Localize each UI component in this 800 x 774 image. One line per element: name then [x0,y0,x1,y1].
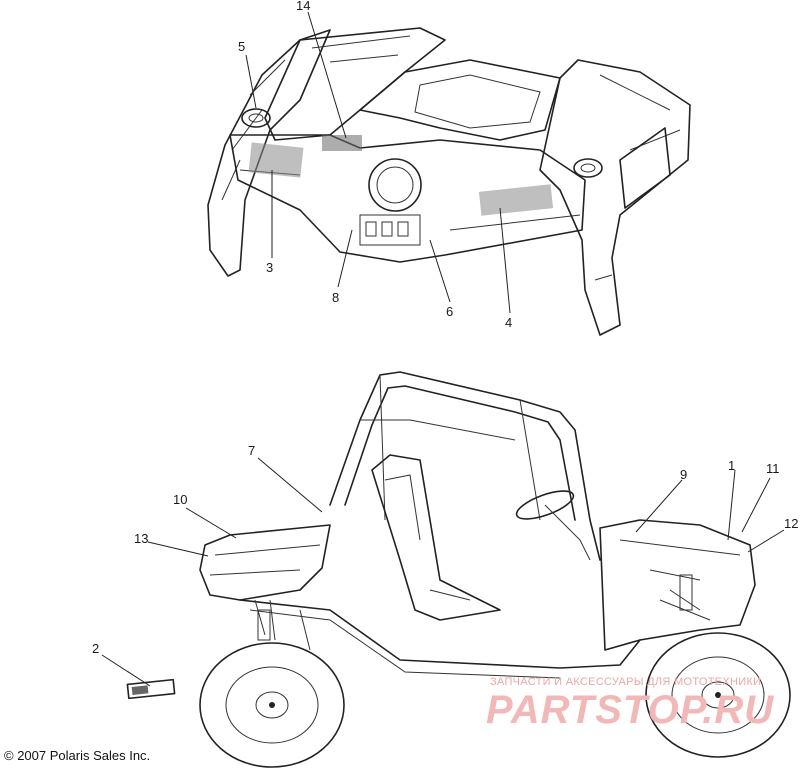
callout-12: 12 [784,516,798,531]
callout-11: 11 [766,461,780,476]
callout-8: 8 [332,290,339,305]
copyright-text: © 2007 Polaris Sales Inc. [4,748,151,763]
callout-14: 14 [296,0,310,13]
watermark-logo: PARTSTOP.RU [486,688,775,732]
callout-7: 7 [248,443,255,458]
callout-10: 10 [173,492,187,507]
dash-hood-assembly [207,27,691,336]
callout-labels: 1 2 3 4 5 6 7 8 9 10 11 12 13 14 [92,0,798,656]
callout-4: 4 [505,315,512,330]
callout-6: 6 [446,304,453,319]
watermark-subtitle: ЗАПЧАСТИ И АКСЕССУАРЫ ДЛЯ МОТОТЕХНИКИ [490,676,762,688]
callout-9: 9 [680,467,687,482]
callout-13: 13 [134,531,148,546]
leader-lines [101,11,785,687]
callout-2: 2 [92,641,99,656]
callout-1: 1 [728,458,735,473]
vehicle-side-view [126,371,791,768]
callout-5: 5 [238,39,245,54]
callout-3: 3 [266,260,273,275]
